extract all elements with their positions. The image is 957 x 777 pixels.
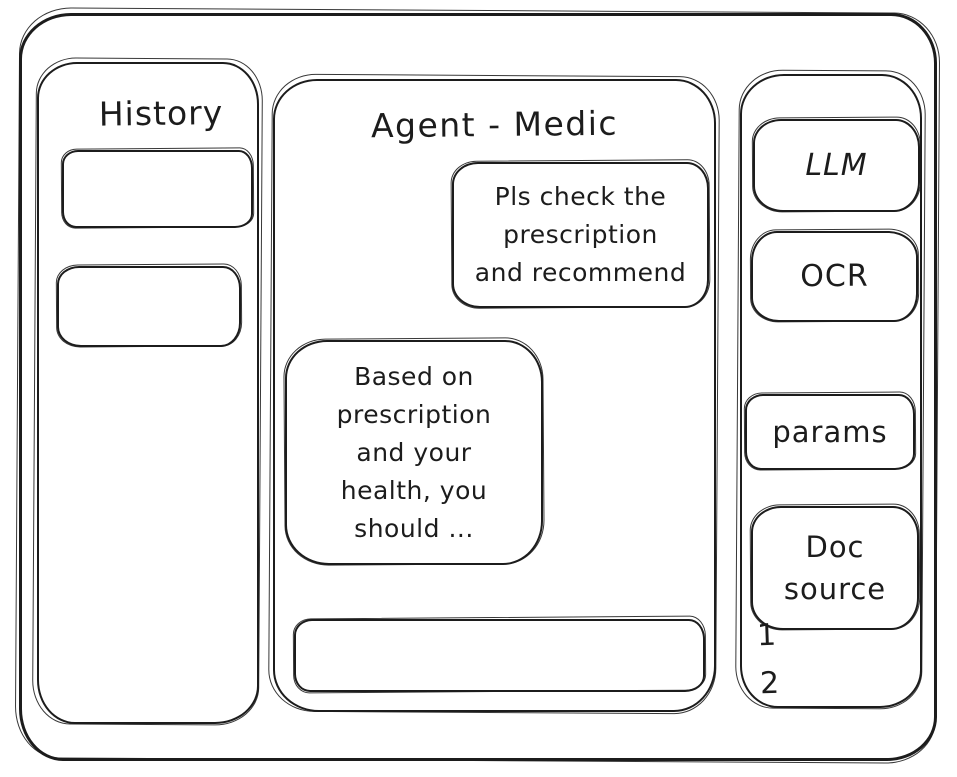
history-panel-title: History bbox=[98, 92, 224, 134]
chat-input[interactable] bbox=[308, 627, 695, 684]
chat-panel: Agent - Medic Pls check the prescription… bbox=[273, 79, 716, 712]
doc-source-button[interactable]: Doc source bbox=[751, 506, 919, 630]
doc-source-item[interactable]: 2 bbox=[759, 665, 780, 702]
llm-button[interactable]: LLM bbox=[753, 119, 920, 212]
ocr-button[interactable]: OCR bbox=[751, 231, 918, 322]
chat-message-assistant: Based on prescription and your health, y… bbox=[285, 340, 543, 565]
chat-input-bar bbox=[294, 619, 705, 692]
tools-panel: LLM OCR params Doc source 1 2 bbox=[740, 74, 922, 708]
doc-source-item[interactable]: 1 bbox=[756, 617, 777, 654]
history-panel: History bbox=[37, 62, 259, 724]
chat-message-user: Pls check the prescription and recommend bbox=[452, 162, 709, 308]
history-item[interactable] bbox=[57, 266, 241, 347]
chat-panel-title: Agent - Medic bbox=[370, 103, 619, 146]
history-item[interactable] bbox=[62, 150, 253, 228]
params-button[interactable]: params bbox=[745, 394, 915, 470]
